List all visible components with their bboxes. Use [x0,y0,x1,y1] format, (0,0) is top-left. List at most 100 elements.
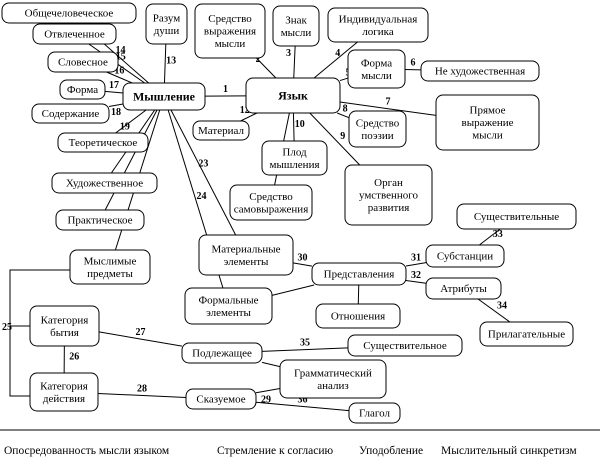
edge-label-e29: 29 [261,395,271,406]
edge-label-e13: 13 [166,56,176,67]
edge-label-e33: 33 [493,229,503,240]
edge-label-e27: 27 [136,327,146,338]
node-substancii: Субстанции [425,244,505,268]
node-label: Прилагательные [488,329,565,341]
node-label: мысли [361,70,392,82]
edge-label-e23: 23 [198,159,208,170]
node-label: Отношения [331,311,385,323]
edge-yazyk-indiv [313,41,358,79]
node-label: развития [368,202,410,214]
edge-mat_el-predstavleniya [292,262,313,267]
node-label: Содержание [42,108,100,120]
node-box [184,287,273,325]
node-label: Общечеловеческое [25,8,114,20]
node-label: Материальные [211,243,280,255]
edge-label-e34: 34 [497,301,507,312]
edge-label-e36: 36 [298,394,308,405]
edge-label-e2: 2 [256,54,261,65]
node-box [145,3,188,45]
node-box [479,321,574,347]
node-box [194,3,266,59]
footer-item-2: Стремление к согласию [217,445,333,457]
node-box [245,77,341,114]
edge-substancii-sushch_top [479,228,501,246]
node-label: Глагол [359,408,390,420]
node-sushch-low: Существительное [347,334,463,357]
node-box [315,303,401,329]
edge-label-e1: 1 [223,84,228,95]
node-box [347,334,463,357]
node-box [344,164,433,226]
edge-myslimye-categories [9,269,70,397]
node-material: Материал [192,120,250,141]
edge-label-e18: 18 [111,107,121,118]
node-box [272,5,320,47]
node-label: Орган [374,177,403,189]
edge-label-e24: 24 [197,191,207,202]
node-label: Существительное [363,340,447,352]
node-label: Язык [278,88,308,102]
edge-kat_bytiya-podlezh [98,331,183,347]
edge-label-e12: 12 [240,105,250,116]
node-label: Мыслимые [84,255,137,267]
node-label: Прямое [470,105,506,117]
edge-label-e4: 4 [335,48,340,59]
node-predstavleniya: Представления [311,262,407,286]
edge-label-e7: 7 [386,97,391,108]
node-label: Словесное [58,57,108,69]
node-atributy: Атрибуты [425,277,502,300]
node-box [31,103,110,124]
node-label: бытия [50,327,79,339]
node-label: Индивидуальная [339,13,418,25]
node-box [348,110,407,148]
node-box [198,234,294,276]
edge-label-e25: 25 [2,322,12,333]
edge-myshlenie-teor [115,109,147,134]
node-prilag: Прилагательные [479,321,574,347]
node-label: Плод [282,146,307,158]
edge-label-e3: 3 [286,48,291,59]
node-box [229,184,313,221]
node-label: Не художественная [435,66,525,78]
node-label: Грамматический [294,367,372,379]
node-box [420,60,540,82]
node-label: действия [43,393,85,405]
node-box [32,23,117,45]
edge-myshlenie-forma [104,90,124,94]
node-box [59,79,106,100]
node-label: Средство [356,117,400,129]
node-sushch-top: Существительные [456,203,577,230]
edge-podlezh-sushch_low [261,347,349,352]
node-label: Мышление [133,89,196,103]
edge-predstavleniya-atributy [405,280,427,284]
edge-myshlenie-razum [163,43,167,84]
node-label: Атрибуты [440,283,487,295]
node-box [57,132,149,153]
edge-myshlenie-slovesnoe [106,71,133,84]
node-box [347,49,406,89]
edge-label-e16: 16 [114,66,124,77]
node-hud: Художественное [51,172,158,194]
node-label: Форма [67,84,98,96]
node-glagol: Глагол [348,402,401,424]
edge-yazyk-znak [293,45,296,79]
node-label: Отвлеченное [44,29,105,41]
node-label: Средство [208,13,252,25]
footer-item-4: Мыслительный синкретизм [441,445,577,457]
node-box [435,94,540,151]
edge-label-e17: 17 [109,80,119,91]
node-label: Категория [41,314,89,326]
node-label: предметы [87,268,133,280]
node-label: Категория [40,380,88,392]
